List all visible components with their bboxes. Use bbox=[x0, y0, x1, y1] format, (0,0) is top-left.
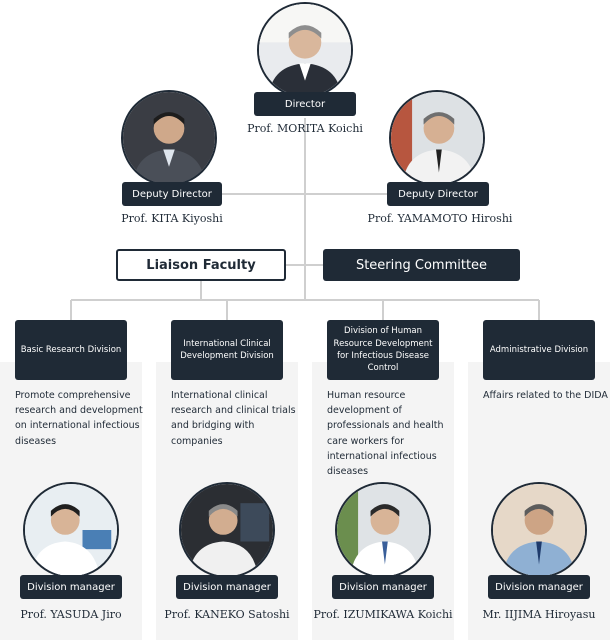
person-icon bbox=[123, 92, 215, 184]
deputy-right-name: Prof. YAMAMOTO Hiroshi bbox=[367, 212, 513, 225]
deputy-left-role-tag: Deputy Director bbox=[122, 182, 222, 206]
deputy-right-photo bbox=[389, 90, 485, 186]
person-icon bbox=[181, 484, 273, 576]
division-description-3: Human resource development of profession… bbox=[327, 390, 444, 477]
director-name: Prof. MORITA Koichi bbox=[247, 122, 363, 135]
person-icon bbox=[493, 484, 585, 576]
person-icon bbox=[337, 484, 429, 576]
director-role-tag: Director bbox=[254, 92, 356, 116]
division-description-4: Affairs related to the DIDA bbox=[483, 390, 608, 401]
division-manager-photo-3 bbox=[335, 482, 431, 578]
division-manager-tag-4: Division manager bbox=[488, 575, 590, 599]
person-icon bbox=[259, 4, 351, 96]
person-icon bbox=[25, 484, 117, 576]
deputy-left-name: Prof. KITA Kiyoshi bbox=[121, 212, 223, 225]
division-title-1: Basic Research Division bbox=[15, 320, 127, 380]
division-manager-photo-1 bbox=[23, 482, 119, 578]
deputy-right-role-tag: Deputy Director bbox=[387, 182, 489, 206]
deputy-left-photo bbox=[121, 90, 217, 186]
division-title-3: Division of Human Resource Development f… bbox=[327, 320, 439, 380]
division-description-2: International clinical research and clin… bbox=[171, 390, 296, 447]
division-manager-name-1: Prof. YASUDA Jiro bbox=[20, 608, 122, 621]
director-photo bbox=[257, 2, 353, 98]
division-manager-tag-3: Division manager bbox=[332, 575, 434, 599]
division-manager-photo-2 bbox=[179, 482, 275, 578]
liaison-faculty-box: Liaison Faculty bbox=[116, 249, 286, 281]
division-description-1: Promote comprehensive research and devel… bbox=[15, 390, 143, 447]
steering-committee-box: Steering Committee bbox=[323, 249, 520, 281]
division-title-2: International Clinical Development Divis… bbox=[171, 320, 283, 380]
division-manager-name-3: Prof. IZUMIKAWA Koichi bbox=[313, 608, 453, 621]
division-manager-tag-2: Division manager bbox=[176, 575, 278, 599]
person-icon bbox=[391, 92, 483, 184]
division-manager-photo-4 bbox=[491, 482, 587, 578]
division-title-4: Administrative Division bbox=[483, 320, 595, 380]
division-manager-tag-1: Division manager bbox=[20, 575, 122, 599]
division-manager-name-4: Mr. IIJIMA Hiroyasu bbox=[482, 608, 596, 621]
division-manager-name-2: Prof. KANEKO Satoshi bbox=[164, 608, 290, 621]
